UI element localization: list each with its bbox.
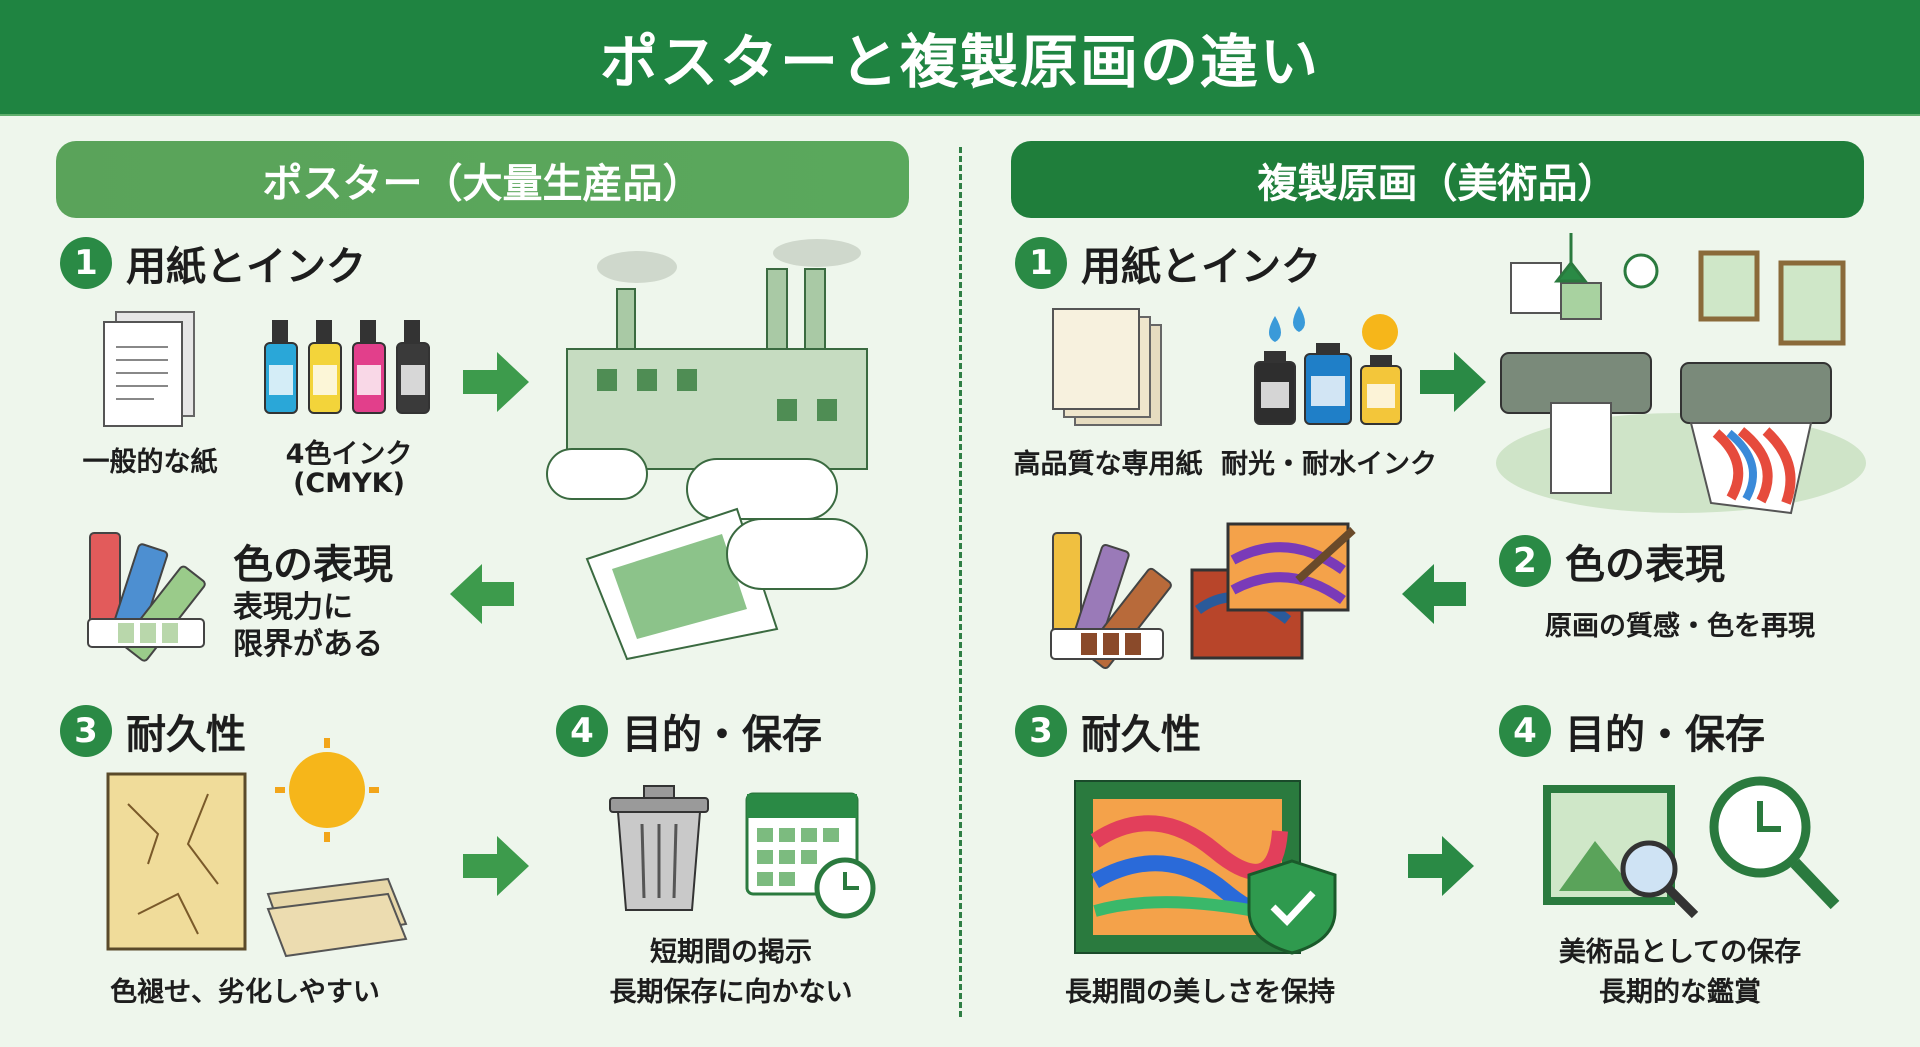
section-title: 耐久性 <box>126 712 246 758</box>
durability-label: 色褪せ、劣化しやすい <box>110 977 380 1008</box>
frame-magnifier-clock-icon <box>1543 776 1840 919</box>
left-section-2-heading: 色の表現 <box>233 535 393 588</box>
section-title: 目的・保存 <box>1565 712 1765 758</box>
paper-icon <box>103 311 195 427</box>
calendar-clock-icon <box>745 792 876 919</box>
page-title: ポスターと複製原画の違い <box>599 28 1320 96</box>
right-section-3-heading: 3 耐久性 <box>1015 705 1201 758</box>
color-desc-line2: 限界がある <box>233 627 383 662</box>
step-number: 4 <box>556 705 608 757</box>
step-number: 2 <box>1499 535 1551 587</box>
section-title: 用紙とインク <box>1081 244 1321 290</box>
artwork-paintbrush-icon <box>1190 522 1356 660</box>
lightfast-ink-icon <box>1254 306 1402 425</box>
arrow-right-icon <box>1408 836 1474 896</box>
arrow-right-icon <box>1420 352 1486 412</box>
reproduction-heading: 複製原画（美術品） <box>1011 141 1864 218</box>
step-number: 4 <box>1499 705 1551 757</box>
step-number: 3 <box>1015 705 1067 757</box>
left-section-4-heading: 4 目的・保存 <box>556 705 822 758</box>
header-banner: ポスターと複製原画の違い <box>0 0 1920 116</box>
step-number: 1 <box>1015 237 1067 289</box>
paper-label: 一般的な紙 <box>82 447 218 478</box>
arrow-left-icon <box>450 564 514 624</box>
step-number: 3 <box>60 705 112 757</box>
ink-label: 4色インク <box>285 439 413 470</box>
section-title: 用紙とインク <box>126 244 366 290</box>
left-section-1-heading: 1 用紙とインク <box>60 237 366 290</box>
poster-heading: ポスター（大量生産品） <box>56 141 909 218</box>
section-title: 目的・保存 <box>622 712 822 758</box>
color-swatch-fan-icon <box>87 532 206 662</box>
fine-art-printing-studio-illustration <box>1496 233 1866 515</box>
purpose-line2: 長期保存に向かない <box>609 977 853 1008</box>
premium-paper-stack-icon <box>1052 308 1162 426</box>
ink-label: 耐光・耐水インク <box>1221 449 1437 480</box>
left-section-3-heading: 3 耐久性 <box>60 705 246 758</box>
trash-can-icon <box>609 785 709 911</box>
purpose-line2: 長期的な鑑賞 <box>1599 977 1761 1008</box>
purpose-line1: 短期間の掲示 <box>650 937 812 968</box>
color-desc-line1: 表現力に <box>233 590 353 625</box>
ink-sub-label: (CMYK) <box>293 468 405 499</box>
arrow-left-icon <box>1402 564 1466 624</box>
faded-paper-sun-icon <box>106 738 408 958</box>
durability-label: 長期間の美しさを保持 <box>1065 977 1335 1008</box>
cmyk-ink-bottles-icon <box>264 320 430 414</box>
divider <box>959 147 962 1017</box>
paper-label: 高品質な専用紙 <box>1013 449 1203 480</box>
arrow-right-icon <box>463 352 529 412</box>
section-title: 色の表現 <box>1565 542 1725 588</box>
section-title: 耐久性 <box>1081 712 1201 758</box>
factory-printing-illustration <box>546 239 868 661</box>
section-title: 色の表現 <box>233 542 393 588</box>
purpose-line1: 美術品としての保存 <box>1558 937 1802 968</box>
arrow-right-icon <box>463 836 529 896</box>
right-section-2-heading: 2 色の表現 <box>1499 535 1725 588</box>
right-section-4-heading: 4 目的・保存 <box>1499 705 1765 758</box>
color-desc: 原画の質感・色を再現 <box>1545 611 1815 642</box>
step-number: 1 <box>60 237 112 289</box>
framed-art-shield-icon <box>1074 780 1337 955</box>
right-section-1-heading: 1 用紙とインク <box>1015 237 1321 290</box>
color-swatch-fan-icon <box>1050 532 1172 670</box>
